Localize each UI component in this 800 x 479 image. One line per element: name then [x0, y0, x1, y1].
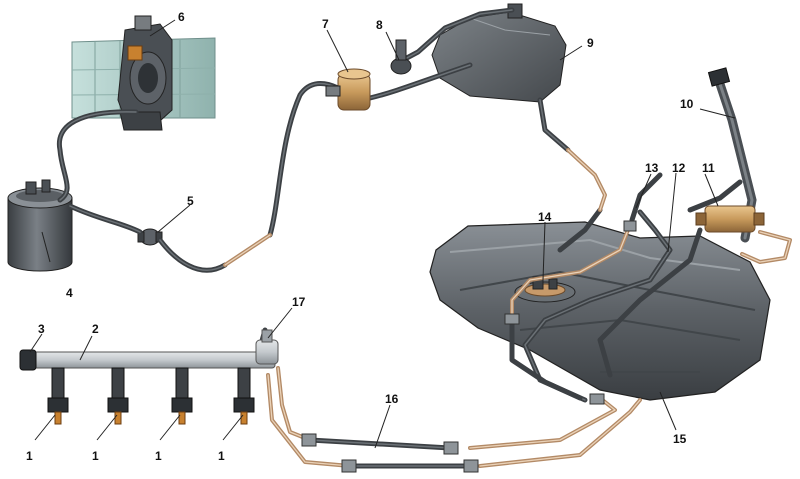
callout-vapor-filter: 7 — [322, 17, 329, 31]
callout-purge-valve: 5 — [187, 194, 194, 208]
callout-injector-3: 1 — [155, 449, 162, 463]
fuel-rail-assembly — [19, 329, 279, 425]
callout-rail-plug: 3 — [38, 322, 45, 336]
callout-injector-2: 1 — [92, 449, 99, 463]
callout-fuel-filter: 11 — [702, 161, 715, 175]
adsorber-canister — [7, 179, 73, 272]
callout-check-valve: 8 — [376, 18, 383, 32]
fuel-injector — [171, 367, 193, 425]
fuel-injector — [233, 367, 255, 425]
callout-fuel-lines: 16 — [385, 392, 399, 406]
separator-tank — [431, 3, 567, 103]
line-fittings — [301, 220, 637, 473]
fuel-lines — [223, 148, 792, 468]
fuel-tank — [429, 221, 771, 401]
check-valve — [390, 39, 412, 75]
fuel-injector — [47, 367, 69, 425]
callout-labels: 1 1 1 1 2 3 4 5 6 7 8 9 10 11 12 13 14 1… — [26, 10, 715, 463]
callout-supply-hose: 13 — [645, 161, 659, 175]
callout-filler-neck: 10 — [680, 97, 694, 111]
callout-throttle-body: 6 — [178, 10, 185, 24]
pressure-regulator — [255, 329, 279, 365]
purge-valve — [137, 228, 163, 246]
callout-separator: 9 — [587, 36, 594, 50]
fuel-injector — [107, 367, 129, 425]
vapor-hoses — [56, 7, 743, 469]
callout-fuel-pump: 14 — [538, 210, 552, 224]
callout-pressure-regulator: 17 — [292, 295, 306, 309]
vapor-filter — [325, 68, 371, 111]
callout-canister: 4 — [66, 286, 73, 300]
callout-injector-1: 1 — [26, 449, 33, 463]
fuel-filter — [695, 205, 765, 233]
callout-fuel-rail: 2 — [92, 322, 99, 336]
leader-lines — [29, 19, 736, 449]
callout-fuel-tank: 15 — [673, 432, 687, 446]
callout-injector-4: 1 — [218, 449, 225, 463]
throttle-body — [71, 15, 216, 131]
callout-return-line: 12 — [672, 161, 686, 175]
